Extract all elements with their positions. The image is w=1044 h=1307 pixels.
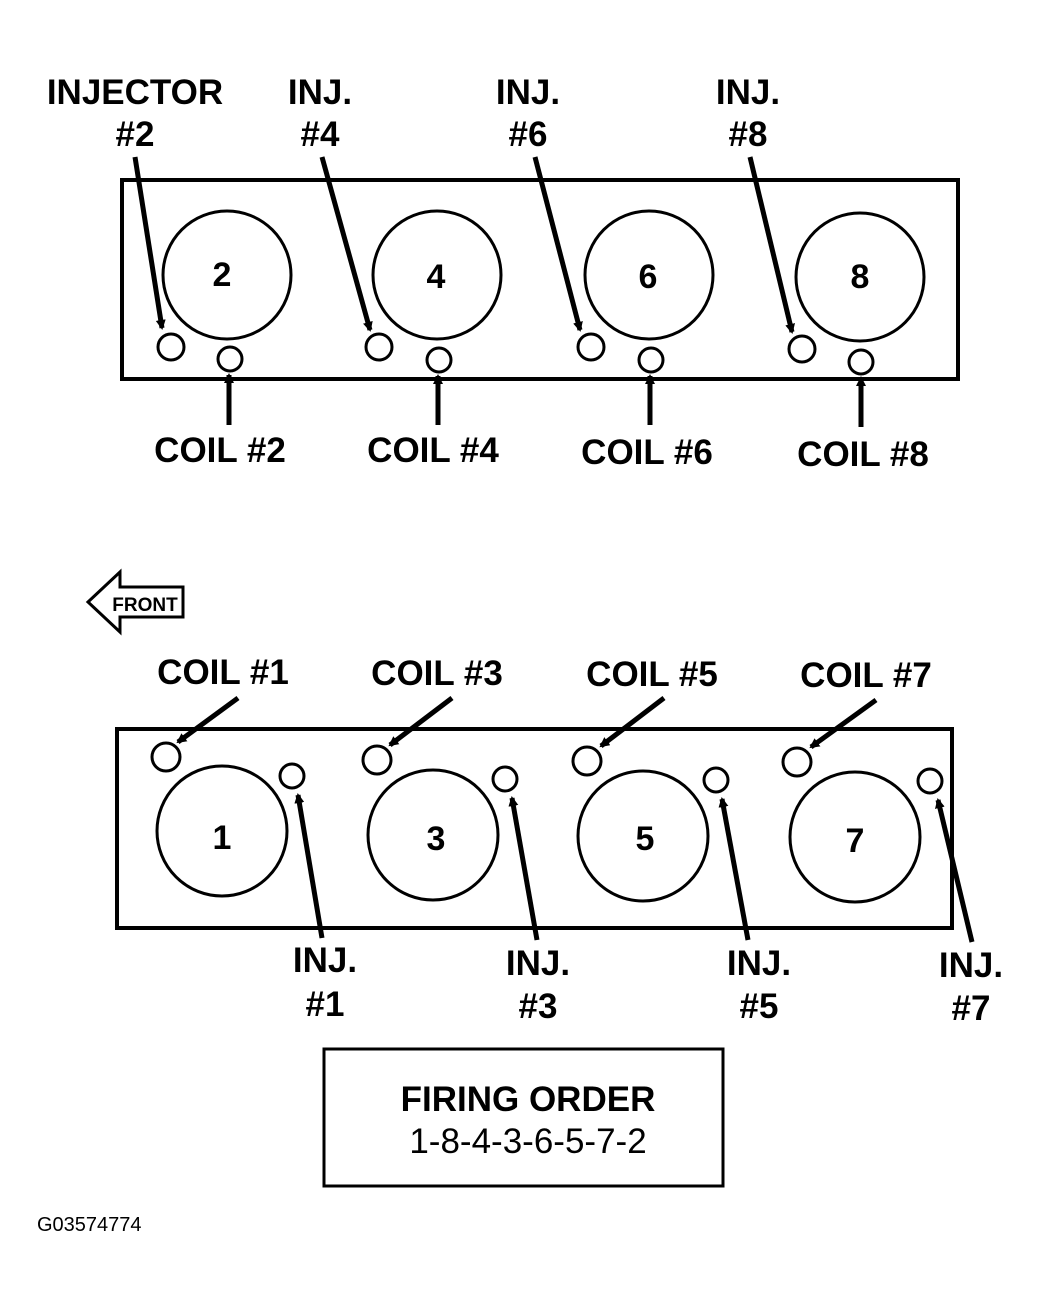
injector-5-label: INJ. [727, 944, 791, 983]
coil-1-arrow [176, 695, 240, 745]
cylinder-8-number: 8 [851, 258, 870, 296]
coil-3-label: COIL #3 [371, 654, 503, 693]
coil-5-label: COIL #5 [586, 655, 718, 694]
cylinder-5-number: 5 [636, 820, 655, 858]
injector-4-arrow [319, 156, 373, 332]
injector-3-arrow [508, 796, 540, 941]
injector-1-arrow [294, 793, 325, 939]
injector-1-number: #1 [306, 985, 345, 1024]
coil-3-arrow [388, 696, 454, 747]
firing-order-title: FIRING ORDER [401, 1080, 656, 1119]
cylinder-1-number: 1 [213, 819, 232, 857]
injector-3-number: #3 [519, 987, 558, 1026]
injector-4-number: #4 [301, 115, 340, 154]
injector-7-port [916, 767, 944, 795]
cylinder-4-number: 4 [427, 258, 446, 296]
injector-7-arrow [935, 798, 975, 943]
cylinder-8 [794, 211, 926, 343]
bottom-bank-outline [115, 727, 954, 930]
coil-5-port [571, 745, 603, 777]
injector-2-arrow [132, 156, 166, 330]
injector-8-label: INJ. [716, 73, 780, 112]
injector-5-arrow [718, 797, 751, 941]
coil-2-label: COIL #2 [154, 431, 286, 470]
coil-3-port [361, 744, 393, 776]
coil-1-port [150, 741, 182, 773]
injector-1-label: INJ. [293, 941, 357, 980]
coil-1-label: COIL #1 [157, 653, 289, 692]
injector-1-port [278, 762, 306, 790]
injector-4-port [364, 332, 394, 362]
cylinder-4 [371, 209, 503, 341]
injector-6-arrow [532, 156, 583, 332]
injector-8-port [787, 334, 817, 364]
cylinder-7-number: 7 [846, 822, 865, 860]
cylinder-6-number: 6 [639, 258, 658, 296]
cylinder-1 [155, 764, 289, 898]
top-bank-outline [120, 178, 960, 381]
cylinder-2-number: 2 [213, 256, 232, 294]
injector-8-arrow [747, 156, 795, 334]
injector-4-label: INJ. [288, 73, 352, 112]
cylinder-2 [161, 209, 293, 341]
injector-3-port [491, 765, 519, 793]
front-direction-arrow: FRONT [85, 568, 185, 636]
figure-id: G03574774 [37, 1214, 142, 1236]
injector-7-number: #7 [952, 989, 991, 1028]
injector-2-label: INJECTOR [47, 73, 223, 112]
injector-6-number: #6 [509, 115, 548, 154]
injector-5-number: #5 [740, 987, 779, 1026]
coil-4-port [425, 346, 453, 374]
injector-5-port [702, 766, 730, 794]
coil-7-port [781, 746, 813, 778]
injector-6-label: INJ. [496, 73, 560, 112]
cylinder-6 [583, 209, 715, 341]
cylinder-7 [788, 770, 922, 904]
coil-8-port [847, 348, 875, 376]
front-label: FRONT [112, 595, 178, 616]
coil-4-label: COIL #4 [367, 431, 499, 470]
injector-6-port [576, 332, 606, 362]
coil-2-port [216, 345, 244, 373]
injector-2-port [156, 332, 186, 362]
injector-8-number: #8 [729, 115, 768, 154]
cylinder-3 [366, 768, 500, 902]
injector-2-number: #2 [116, 115, 155, 154]
injector-3-label: INJ. [506, 944, 570, 983]
firing-order-sequence: 1-8-4-3-6-5-7-2 [409, 1122, 646, 1161]
firing-order-box [322, 1047, 725, 1188]
coil-7-label: COIL #7 [800, 656, 932, 695]
injector-7-label: INJ. [939, 946, 1003, 985]
coil-8-label: COIL #8 [797, 435, 929, 474]
coil-7-arrow [809, 697, 878, 750]
coil-6-port [637, 346, 665, 374]
coil-6-label: COIL #6 [581, 433, 713, 472]
cylinder-5 [576, 769, 710, 903]
cylinder-3-number: 3 [427, 820, 446, 858]
coil-5-arrow [599, 696, 666, 748]
